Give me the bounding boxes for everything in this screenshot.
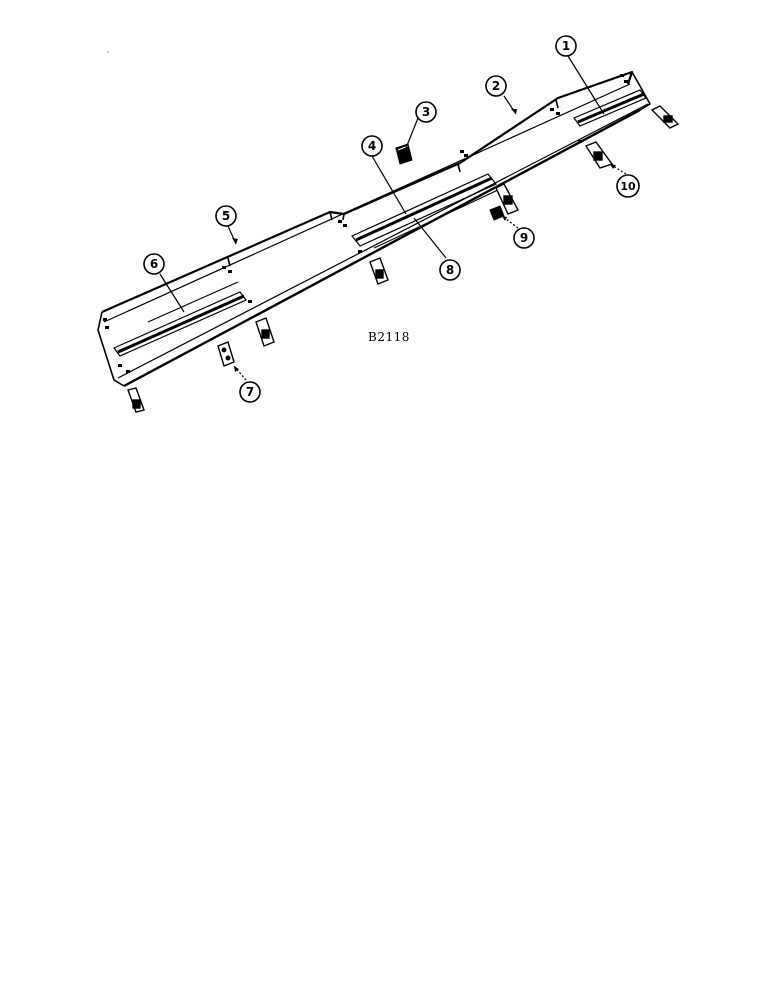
svg-text:10: 10: [620, 180, 636, 193]
callout-7: 7: [239, 381, 261, 403]
rail-strip-right: [573, 89, 647, 127]
pan-bolt-holes: [103, 74, 628, 373]
leader-7: [233, 365, 247, 381]
loose-bracket-7: [217, 341, 235, 367]
pan-left-end: [97, 311, 125, 387]
callout-1: 1: [555, 35, 577, 57]
callout-10: 10: [616, 174, 640, 198]
rail-strip-center: [351, 173, 499, 249]
svg-text:4: 4: [368, 139, 376, 153]
svg-text:5: 5: [222, 209, 230, 223]
svg-text:6: 6: [150, 257, 158, 271]
pan-top-notches: [227, 99, 559, 267]
leader-lines: [159, 55, 627, 381]
clip-center: [369, 257, 389, 285]
pan-bottom-edge: [123, 108, 641, 388]
leader-10: [609, 163, 627, 175]
pan-right-end: [631, 71, 651, 111]
clip-left-end: [127, 387, 145, 413]
loose-fitting-9: [489, 205, 505, 221]
clip-right-end: [650, 105, 680, 129]
svg-text:8: 8: [446, 263, 454, 277]
svg-text:9: 9: [520, 231, 528, 245]
callout-5: 5: [215, 205, 237, 227]
callout-3: 3: [415, 101, 437, 123]
leader-6: [159, 273, 185, 313]
rail-strip-left: [113, 281, 247, 357]
svg-text:3: 3: [422, 105, 430, 119]
clip-7-area: [255, 317, 275, 347]
svg-text:7: 7: [246, 385, 254, 399]
callouts: 1 2 3 4 5 6 7 8: [143, 35, 640, 403]
svg-text:2: 2: [492, 79, 500, 93]
callout-2: 2: [485, 75, 507, 97]
clip-10-area: [584, 141, 614, 169]
svg-text:1: 1: [562, 39, 570, 53]
callout-4: 4: [361, 135, 383, 157]
figure-id-label: B2118: [368, 330, 410, 344]
leader-4: [371, 155, 407, 215]
clip-8-area: [495, 183, 519, 215]
leader-8: [413, 217, 447, 259]
leader-3: [405, 117, 419, 149]
bottom-clips: [127, 105, 680, 413]
leader-1: [567, 55, 605, 115]
loose-block-3: [395, 143, 413, 165]
callout-6: 6: [143, 253, 165, 275]
pan-assembly: [97, 70, 651, 388]
scan-speck: [107, 51, 109, 53]
pan-bottom-lip: [117, 103, 649, 379]
callout-8: 8: [439, 259, 461, 281]
leader-arrowheads: [232, 109, 616, 372]
pan-inner-line: [103, 83, 631, 323]
callout-9: 9: [513, 227, 535, 249]
